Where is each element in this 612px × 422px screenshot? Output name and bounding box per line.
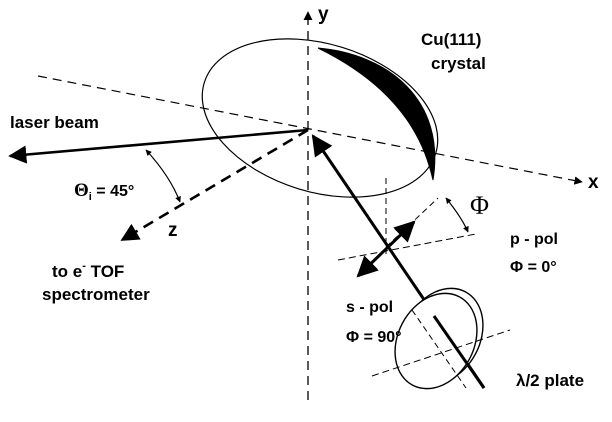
x-axis-line bbox=[37, 75, 583, 185]
z-axis-line bbox=[120, 128, 309, 242]
crystal-disk bbox=[201, 38, 439, 198]
z-axis-label: z bbox=[168, 220, 178, 241]
crystal-label-line2: crystal bbox=[431, 54, 486, 73]
theta-value: = 45° bbox=[92, 183, 134, 200]
theta-subscript: i bbox=[89, 191, 92, 203]
tof-label-line2: spectrometer bbox=[42, 285, 150, 304]
crystal-edge bbox=[317, 47, 436, 181]
ppol-phi-label: Φ = 0° bbox=[510, 259, 557, 276]
crystal-label-line1: Cu(111) bbox=[421, 30, 481, 49]
tof-suffix: TOF bbox=[86, 262, 124, 281]
x-axis-label: x bbox=[588, 172, 599, 193]
tof-label-line1: to e- TOF bbox=[52, 260, 124, 281]
phi-label: Φ bbox=[470, 191, 489, 220]
theta-symbol: Θ bbox=[74, 180, 89, 201]
spol-label: s - pol bbox=[346, 299, 393, 316]
ppol-label: p - pol bbox=[510, 231, 558, 248]
theta-angle-arc bbox=[145, 149, 181, 203]
polarization-double-arrow bbox=[356, 220, 416, 278]
laser-beam-line bbox=[8, 128, 309, 164]
spol-phi-label: Φ = 90° bbox=[346, 329, 402, 346]
waveplate-front bbox=[394, 292, 478, 390]
beam-through-waveplate bbox=[432, 315, 486, 389]
tof-prefix: to e bbox=[52, 262, 82, 281]
polarization-plane-line bbox=[337, 233, 477, 261]
laser-beam-label: laser beam bbox=[10, 113, 99, 132]
theta-label: Θi = 45° bbox=[74, 180, 134, 203]
tof-superscript: - bbox=[82, 260, 86, 272]
waveplate-label: λ/2 plate bbox=[516, 371, 584, 390]
y-axis-label: y bbox=[318, 4, 329, 25]
waveplate-axis-vertical bbox=[411, 309, 467, 389]
phi-angle-arc bbox=[445, 197, 469, 233]
waveplate-axis-horizontal bbox=[371, 329, 511, 377]
